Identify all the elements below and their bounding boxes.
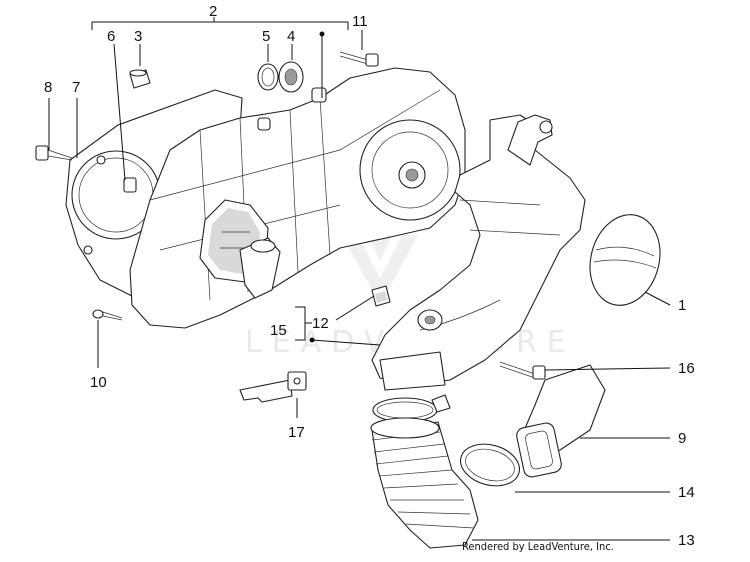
callout-12: 12 <box>312 315 329 332</box>
callout-13: 13 <box>678 532 695 549</box>
part-17-bracket <box>239 371 307 403</box>
part-16-screw <box>499 361 546 380</box>
part-13-hose <box>370 417 479 549</box>
callout-9: 9 <box>678 430 686 447</box>
part-4-bearing <box>278 61 304 93</box>
callout-1: 1 <box>678 297 686 314</box>
part-14-clamp <box>460 443 520 487</box>
callout-14: 14 <box>678 484 695 501</box>
callout-6: 6 <box>107 28 115 45</box>
part-12-clip <box>371 285 391 307</box>
callout-11: 11 <box>352 13 368 30</box>
callout-10: 10 <box>90 374 107 391</box>
callout-17: 17 <box>288 424 305 441</box>
leader-lines <box>48 17 671 541</box>
part-15-duct <box>371 114 586 391</box>
callout-15: 15 <box>270 322 287 339</box>
render-credit: Rendered by LeadVenture, Inc. <box>462 540 614 553</box>
part-1-cap <box>589 214 661 306</box>
callout-4: 4 <box>287 28 295 45</box>
callout-5: 5 <box>262 28 270 45</box>
part-5-oring <box>257 63 279 91</box>
part-11-screw <box>339 51 379 67</box>
part-3-plug <box>129 69 151 89</box>
part-10-screw <box>92 309 123 321</box>
callout-8: 8 <box>44 79 52 96</box>
part-8-screw <box>35 145 73 161</box>
callout-16: 16 <box>678 360 695 377</box>
callout-7: 7 <box>72 79 80 96</box>
callout-numbers: 2 6 3 5 4 11 8 7 10 12 15 17 1 16 9 14 1… <box>44 3 695 549</box>
callout-2: 2 <box>209 3 217 20</box>
part-2-transmission-cover <box>123 67 466 329</box>
callout-3: 3 <box>134 28 142 45</box>
part-9-inlet <box>516 364 606 478</box>
